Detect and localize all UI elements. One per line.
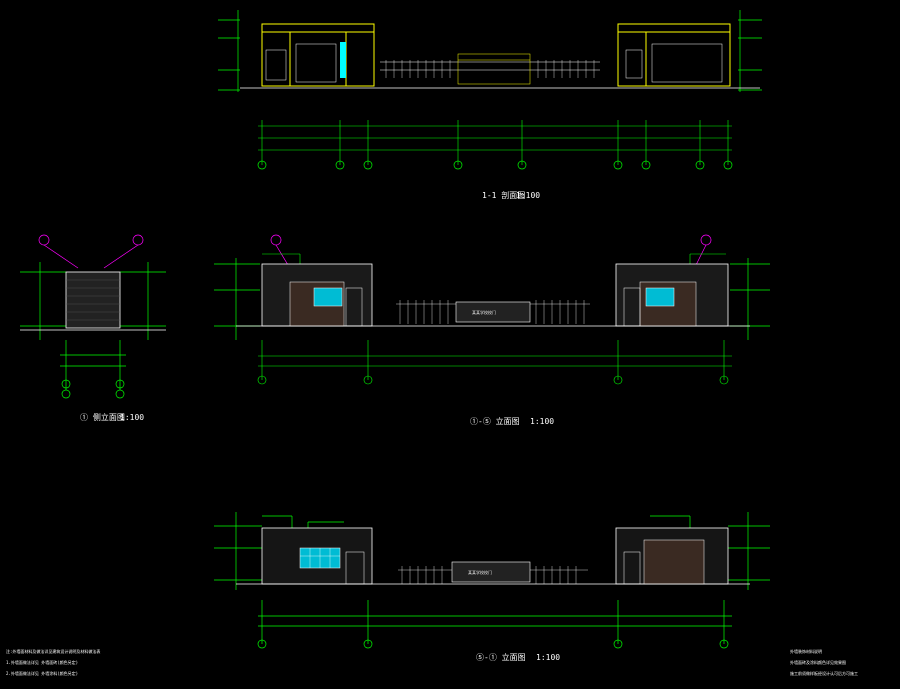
note-right-line-2: 外墙面砖及涂料颜色详见效果图: [790, 659, 846, 665]
notes-left: 注:外墙面材料及做法详见建筑设计说明及材料做法表 1.外墙面做法详见 外墙面砖(…: [6, 648, 100, 676]
front-gate-sign: [455, 301, 531, 323]
side-elevation-view: ① 侧立面图 1:100: [20, 234, 166, 422]
rear-gate-sign: [451, 561, 531, 583]
section-title: 1-1 剖面图: [482, 190, 525, 200]
rear-right-brick-wall: [643, 539, 705, 585]
note-right-line-3: 施工前须做样板经设计认可后方可施工: [790, 670, 858, 676]
front-elevation-scale: 1:100: [530, 417, 554, 426]
front-elevation-title: ①-⑤ 立面图: [470, 416, 520, 426]
front-gate-sign-text: 某某学校校门: [472, 309, 496, 315]
section-view: 1-1 剖面图 1:100: [218, 10, 762, 200]
side-elevation-title: ① 侧立面图: [80, 412, 125, 422]
section-fence: [380, 53, 600, 85]
rear-gate-sign-text: 某某学校校门: [468, 569, 492, 575]
rear-elevation-view: 某某学校校门 ⑤-① 立面图 1:100: [214, 512, 770, 662]
front-right-window: [645, 287, 675, 307]
front-left-window: [313, 287, 343, 307]
section-scale: 1:100: [516, 191, 540, 200]
notes-right: 外墙装饰材料说明 外墙面砖及涂料颜色详见效果图 施工前须做样板经设计认可后方可施…: [790, 648, 858, 676]
note-right-line-1: 外墙装饰材料说明: [790, 648, 822, 654]
rear-elevation-title: ⑤-① 立面图: [476, 652, 526, 662]
side-elevation-scale: 1:100: [120, 413, 144, 422]
section-left-window: [340, 42, 346, 78]
note-left-line-3: 2.外墙面做法详见 外墙涂料(颜色另定): [6, 670, 78, 676]
rear-elevation-scale: 1:100: [536, 653, 560, 662]
note-left-line-2: 1.外墙面做法详见 外墙面砖(颜色另定): [6, 659, 78, 665]
note-left-line-1: 注:外墙面材料及做法详见建筑设计说明及材料做法表: [6, 648, 100, 654]
side-wall: [65, 271, 121, 329]
front-elevation-view: 某某学校校门 ①-⑤ 立面图 1:100: [214, 234, 770, 426]
